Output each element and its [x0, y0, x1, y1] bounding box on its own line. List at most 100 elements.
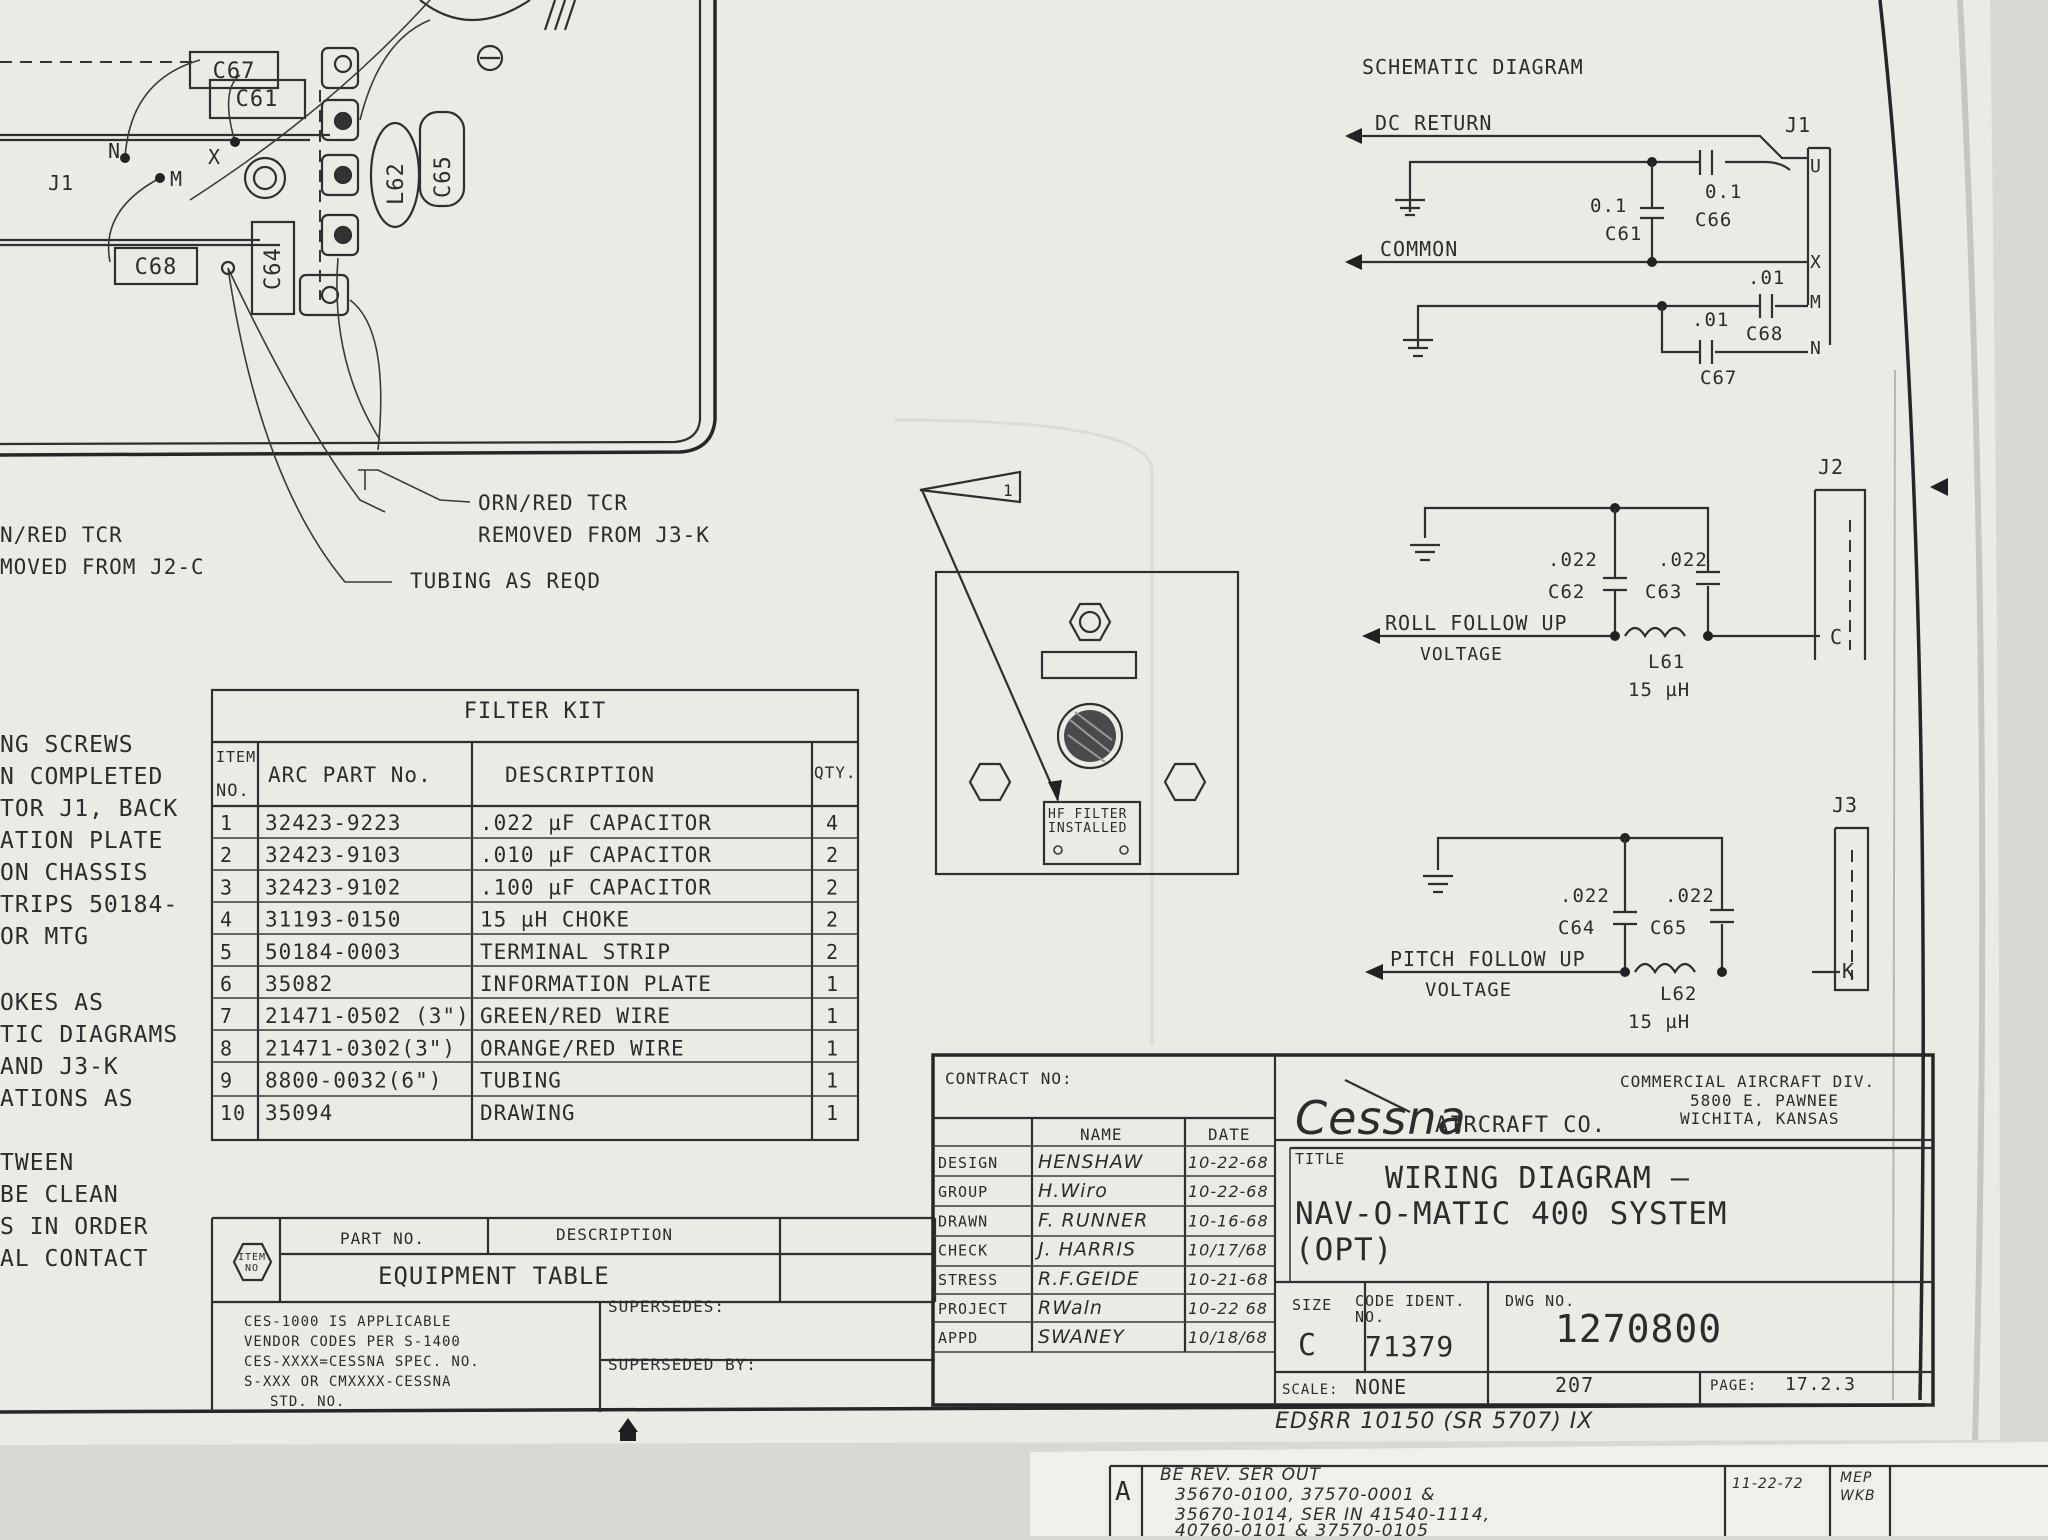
- terminal-strip: [298, 46, 360, 317]
- roll-follow-up-label: ROLL FOLLOW UP: [1385, 611, 1568, 635]
- roll-voltage-label: VOLTAGE: [1420, 644, 1503, 665]
- c68-label: C68: [1746, 323, 1783, 345]
- revision-note: ED§RR 10150 (SR 5707) IX: [1275, 1409, 1593, 1434]
- eq-note: CES-XXXX=CESSNA SPEC. NO.: [244, 1354, 480, 1370]
- page-label: PAGE:: [1710, 1378, 1757, 1394]
- dc-return-label: DC RETURN: [1375, 111, 1492, 135]
- c68-value: .01: [1748, 267, 1785, 289]
- plate-line-1: HF FILTER: [1048, 807, 1127, 822]
- note-left-1: N/RED TCR: [0, 523, 123, 547]
- filter-kit-description: .100 µF CAPACITOR: [480, 875, 712, 899]
- signoff-date: 10-22-68: [1188, 1182, 1269, 1201]
- page-value: 17.2.3: [1785, 1374, 1856, 1395]
- signoff-name: F. RUNNER: [1038, 1209, 1148, 1231]
- c64-value: .022: [1560, 885, 1610, 907]
- filter-kit-description: 15 µH CHOKE: [480, 908, 630, 932]
- signoff-role: APPD: [938, 1329, 978, 1347]
- comp-l62: L62: [384, 162, 409, 205]
- l61-value: 15 µH: [1628, 679, 1690, 701]
- eq-note: VENDOR CODES PER S-1400: [244, 1334, 461, 1350]
- filter-kit-part-no: 50184-0003: [265, 940, 401, 964]
- comp-c64: C64: [261, 247, 286, 290]
- c63-value: .022: [1658, 549, 1708, 571]
- c66-label: C66: [1695, 209, 1732, 231]
- filter-kit-part-no: 32423-9223: [265, 811, 401, 835]
- assembly-top-curve: [419, 0, 531, 22]
- note-line: TIC DIAGRAMS: [0, 1022, 178, 1048]
- chassis-inner: [0, 0, 702, 446]
- paper-shadow: [1957, 0, 1986, 1441]
- filter-kit-item-no: 7: [220, 1004, 233, 1028]
- name-header: NAME: [1080, 1125, 1123, 1144]
- paper-main: [0, 0, 2000, 1445]
- pitch-follow-up-label: PITCH FOLLOW UP: [1390, 947, 1586, 971]
- flag-note-marker: [919, 470, 1022, 504]
- eq-title: EQUIPMENT TABLE: [378, 1262, 610, 1290]
- comp-c65: C65: [431, 155, 456, 198]
- signoff-role: STRESS: [938, 1271, 998, 1289]
- c61-label: C61: [1605, 223, 1642, 245]
- signoff-date: 10/18/68: [1188, 1328, 1268, 1347]
- signoff-name: J. HARRIS: [1034, 1239, 1136, 1261]
- filter-kit-description: GREEN/RED WIRE: [480, 1004, 671, 1028]
- c66-value: 0.1: [1705, 181, 1742, 203]
- note-line: OKES AS: [0, 990, 104, 1016]
- plate-line-2: INSTALLED: [1048, 821, 1127, 836]
- j1-pin-x: X: [1810, 252, 1822, 273]
- dwg-no-label: DWG NO.: [1505, 1292, 1575, 1310]
- title-line-2: NAV-O-MATIC 400 SYSTEM: [1295, 1196, 1728, 1232]
- panel-plate: [934, 570, 1240, 876]
- filter-kit-qty: 1: [826, 1004, 839, 1028]
- filter-kit-item-no: 6: [220, 972, 233, 996]
- hdr-part: ARC PART No.: [268, 763, 432, 787]
- signoff-date: 10-22-68: [1188, 1153, 1269, 1172]
- j1-pin-m: M: [1810, 292, 1822, 313]
- signoff-role: DESIGN: [938, 1154, 998, 1172]
- l62-label: L62: [1660, 983, 1697, 1005]
- filter-kit-part-no: 21471-0302(3"): [265, 1036, 456, 1060]
- right-marker-arrow: [1930, 478, 1948, 496]
- eq-note: CES-1000 IS APPLICABLE: [244, 1314, 451, 1330]
- note-line: TWEEN: [0, 1150, 74, 1176]
- j1-connector-lines: [1806, 148, 1832, 345]
- pitch-voltage-label: VOLTAGE: [1425, 979, 1512, 1001]
- eq-item-2: NO: [245, 1263, 259, 1274]
- note-line: TOR J1, BACK: [0, 796, 178, 822]
- contract-no-label: CONTRACT NO:: [945, 1069, 1073, 1088]
- signoff-name: SWANEY: [1038, 1326, 1125, 1348]
- filter-kit-part-no: 32423-9103: [265, 843, 401, 867]
- filter-kit-part-no: 31193-0150: [265, 908, 401, 932]
- date-header: DATE: [1208, 1125, 1251, 1144]
- j1-pin-n: N: [1810, 338, 1822, 359]
- label-x: X: [208, 145, 221, 169]
- filter-kit-part-no: 21471-0502 (3"): [265, 1004, 470, 1028]
- address-1: 5800 E. PAWNEE: [1690, 1091, 1839, 1110]
- eq-note: STD. NO.: [270, 1394, 345, 1410]
- filter-kit-description: DRAWING: [480, 1101, 576, 1125]
- scale-value: NONE: [1355, 1375, 1407, 1399]
- filter-kit-qty: 1: [826, 1101, 839, 1125]
- signoff-name: HENSHAW: [1038, 1151, 1144, 1173]
- title-line-3: (OPT): [1295, 1232, 1393, 1268]
- chassis-outline: [0, 0, 717, 457]
- note-line: AL CONTACT: [0, 1246, 148, 1272]
- filter-kit-item-no: 10: [220, 1101, 246, 1125]
- bottom-line: BE REV. SER OUT: [1160, 1465, 1321, 1485]
- signoff-name: RWaln: [1038, 1297, 1103, 1319]
- filter-kit-table: FILTER KIT ITEM NO. ARC PART No. DESCRIP…: [210, 688, 860, 1142]
- filter-kit-item-no: 4: [220, 908, 233, 932]
- filter-kit-qty: 2: [826, 908, 839, 932]
- bottom-date: 11-22-72: [1732, 1476, 1804, 1492]
- title-line-1: WIRING DIAGRAM —: [1385, 1161, 1690, 1196]
- note-left-2: MOVED FROM J2-C: [0, 555, 205, 579]
- note-line: OR MTG: [0, 924, 89, 950]
- filter-kit-part-no: 35082: [265, 972, 333, 996]
- eq-description: DESCRIPTION: [556, 1225, 673, 1244]
- equipment-table: ITEM NO PART NO. DESCRIPTION EQUIPMENT T…: [210, 1216, 937, 1412]
- signoff-date: 10-22 68: [1188, 1299, 1268, 1318]
- label-m: M: [170, 167, 183, 191]
- j1-label: J1: [1785, 113, 1811, 137]
- bottom-initials-2: WKB: [1840, 1488, 1876, 1504]
